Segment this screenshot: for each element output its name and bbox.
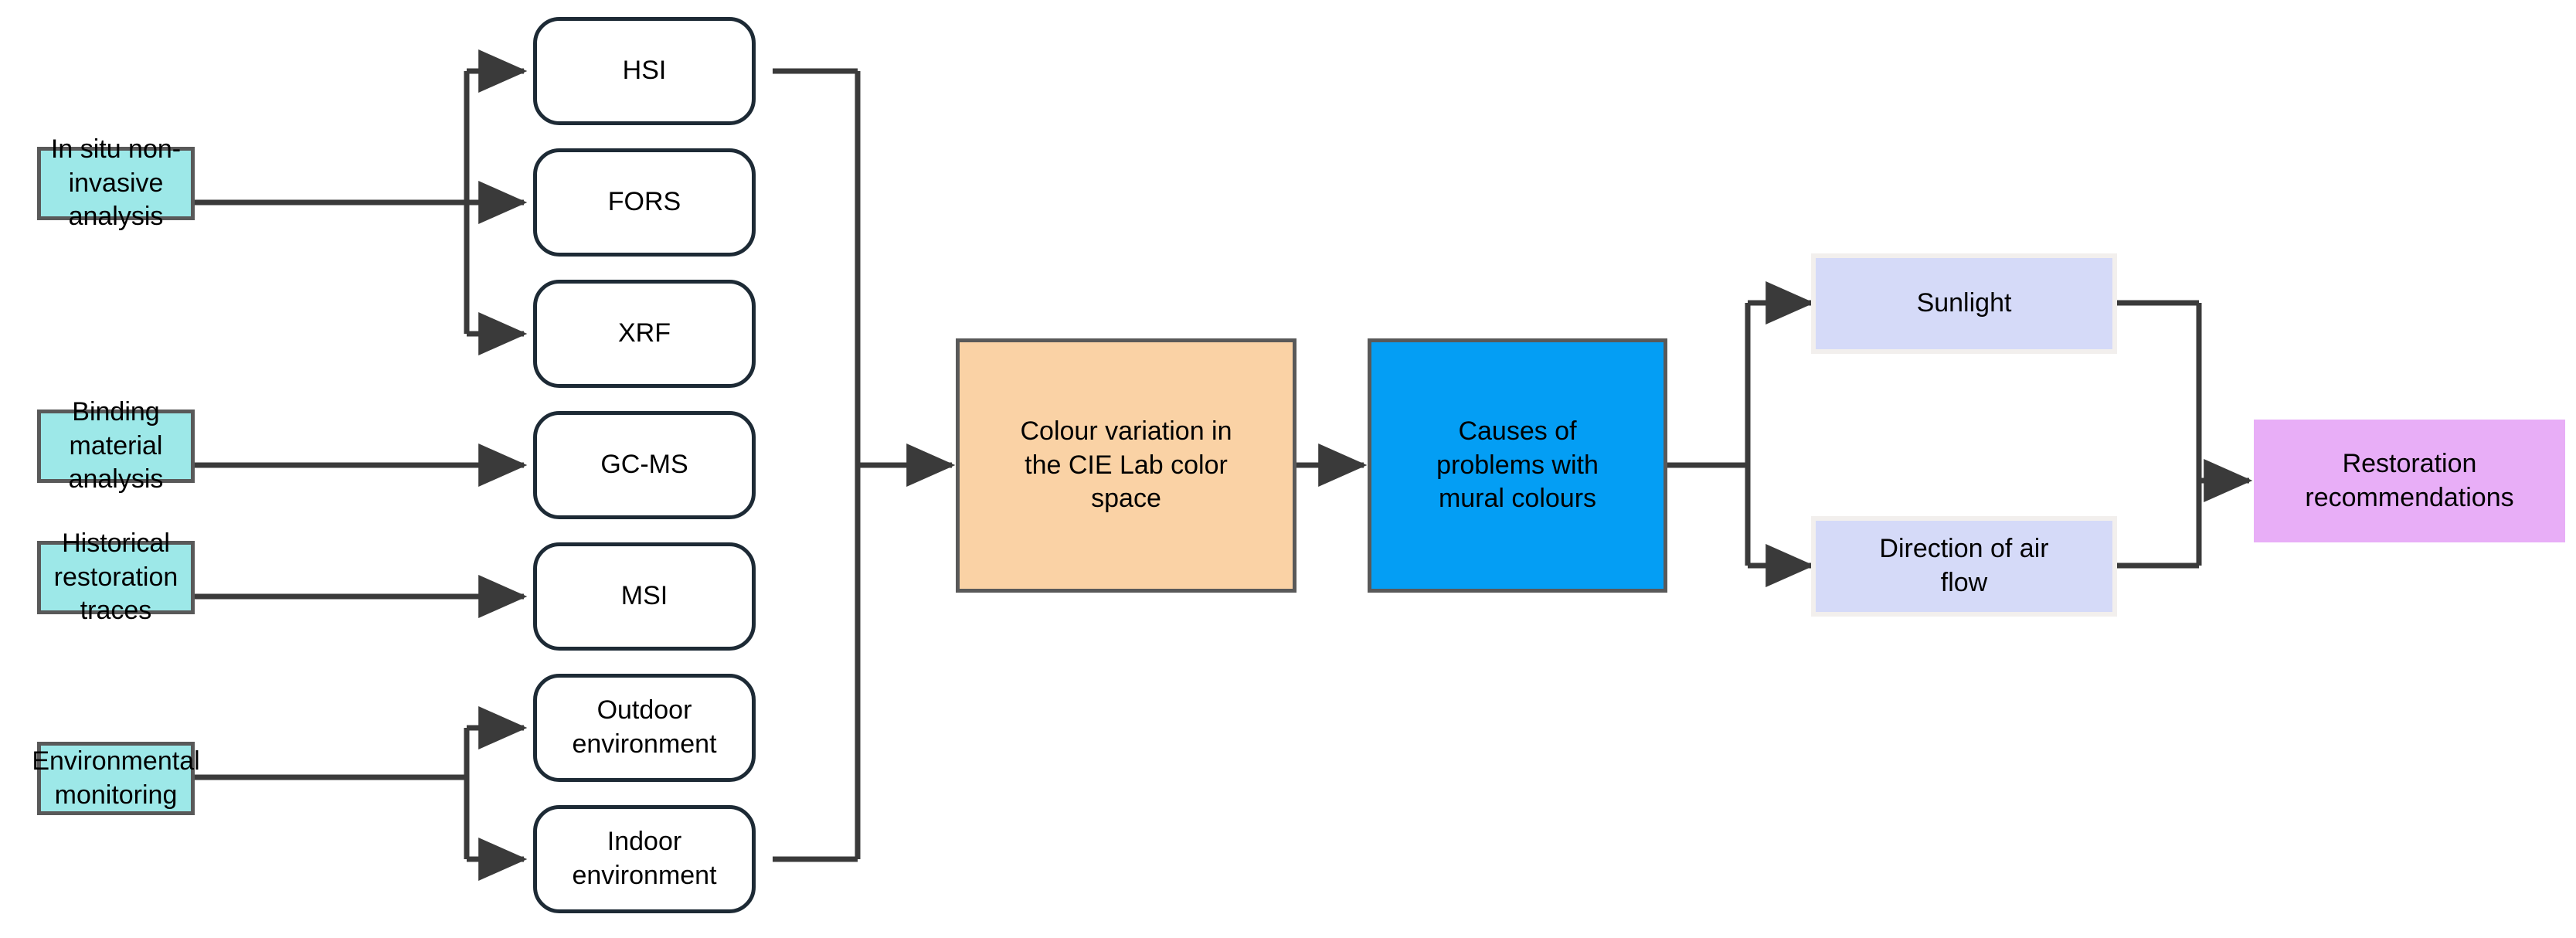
technique-label-fors: FORS [607, 187, 681, 217]
stage-label-colour-variation: Colour variation in the CIE Lab color sp… [1020, 416, 1232, 514]
technique-box-xrf[interactable]: XRF [533, 280, 756, 388]
technique-box-msi[interactable]: MSI [533, 542, 756, 651]
factor-box-sunlight[interactable]: Sunlight [1811, 253, 2117, 354]
input-box-binding[interactable]: Binding material analysis [37, 397, 195, 494]
input-label-environmental: Environmental monitoring [32, 746, 200, 810]
input-label-binding: Binding material analysis [68, 397, 164, 494]
input-label-in-situ: In situ non-invasive analysis [50, 134, 182, 232]
factor-label-airflow: Direction of air flow [1879, 534, 2049, 597]
technique-label-outdoor: Outdoor environment [572, 695, 717, 759]
stage-box-colour-variation[interactable]: Colour variation in the CIE Lab color sp… [956, 338, 1296, 593]
input-box-historical[interactable]: Historical restoration traces [37, 528, 195, 625]
input-label-historical: Historical restoration traces [53, 528, 178, 626]
technique-box-fors[interactable]: FORS [533, 148, 756, 257]
stage-box-causes[interactable]: Causes of problems with mural colours [1368, 338, 1667, 593]
technique-label-xrf: XRF [618, 318, 671, 348]
technique-box-outdoor[interactable]: Outdoor environment [533, 674, 756, 782]
outcome-label-restoration: Restoration recommendations [2305, 448, 2514, 512]
technique-box-indoor[interactable]: Indoor environment [533, 805, 756, 913]
technique-label-gcms: GC-MS [600, 450, 688, 480]
technique-label-indoor: Indoor environment [572, 827, 717, 890]
technique-label-msi: MSI [620, 581, 668, 611]
outcome-box-restoration[interactable]: Restoration recommendations [2254, 420, 2565, 542]
input-box-environmental[interactable]: Environmental monitoring [32, 742, 200, 815]
input-box-in-situ[interactable]: In situ non-invasive analysis [37, 134, 195, 231]
technique-box-hsi[interactable]: HSI [533, 17, 756, 125]
technique-box-gcms[interactable]: GC-MS [533, 411, 756, 519]
factor-box-airflow[interactable]: Direction of air flow [1811, 516, 2117, 617]
stage-label-causes: Causes of problems with mural colours [1436, 416, 1599, 514]
technique-label-hsi: HSI [622, 56, 667, 86]
factor-label-sunlight: Sunlight [1916, 288, 2012, 318]
